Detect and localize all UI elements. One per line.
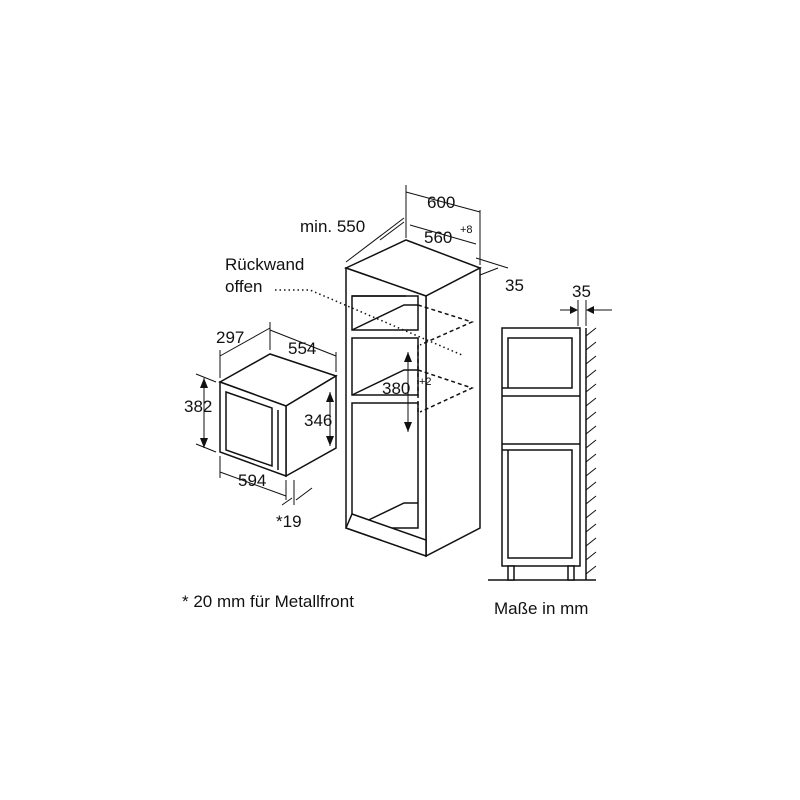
front-offset-label: *19 bbox=[276, 512, 302, 531]
appliance-depth-label: 297 bbox=[216, 328, 244, 347]
appliance-door-window bbox=[225, 390, 273, 468]
side-lower-compartment bbox=[502, 449, 573, 559]
niche-height-tolerance: +2 bbox=[419, 376, 432, 388]
cabinet-lower-opening bbox=[351, 402, 419, 529]
niche-dashed-middle bbox=[417, 369, 475, 413]
middle-shelf bbox=[351, 369, 418, 396]
tall-cabinet bbox=[344, 239, 482, 558]
niche-dashed-upper bbox=[417, 304, 475, 346]
appliance-height-label: 382 bbox=[184, 397, 212, 416]
side-section-view bbox=[488, 300, 612, 581]
rear-wall-label-line2: offen bbox=[225, 277, 263, 296]
side-foot-right bbox=[567, 565, 575, 581]
side-offset-top-label: 35 bbox=[505, 276, 524, 295]
appliance-front-width-label: 594 bbox=[238, 471, 266, 490]
cabinet-dimension-lines bbox=[345, 185, 509, 432]
units-note: Maße in mm bbox=[494, 599, 588, 618]
cabinet-side-face bbox=[425, 266, 481, 558]
niche-height-label: 380 bbox=[382, 379, 410, 398]
rear-wall-label-line1: Rückwand bbox=[225, 255, 304, 274]
wall-hatching bbox=[585, 327, 597, 575]
cabinet-width-label: 600 bbox=[427, 193, 455, 212]
upper-shelf bbox=[351, 304, 418, 331]
appliance-dimension-lines bbox=[195, 322, 337, 506]
appliance-front-face bbox=[219, 380, 287, 478]
cabinet-depth-label: min. 550 bbox=[300, 217, 365, 236]
side-view-offset-label: 35 bbox=[572, 282, 591, 301]
side-upper-compartment bbox=[502, 337, 573, 389]
niche-width-tolerance: +8 bbox=[460, 224, 473, 236]
cabinet-plinth bbox=[344, 513, 427, 558]
appliance bbox=[218, 353, 338, 478]
niche-width-label: 560 bbox=[424, 228, 452, 247]
appliance-inner-height-label: 346 bbox=[304, 411, 332, 430]
appliance-top-width-label: 554 bbox=[288, 339, 316, 358]
footnote: * 20 mm für Metallfront bbox=[182, 592, 354, 611]
cabinet-front-face bbox=[345, 266, 427, 558]
side-cabinet-body bbox=[501, 327, 581, 567]
side-foot-left bbox=[507, 565, 515, 581]
rear-wall-leader bbox=[275, 289, 463, 356]
